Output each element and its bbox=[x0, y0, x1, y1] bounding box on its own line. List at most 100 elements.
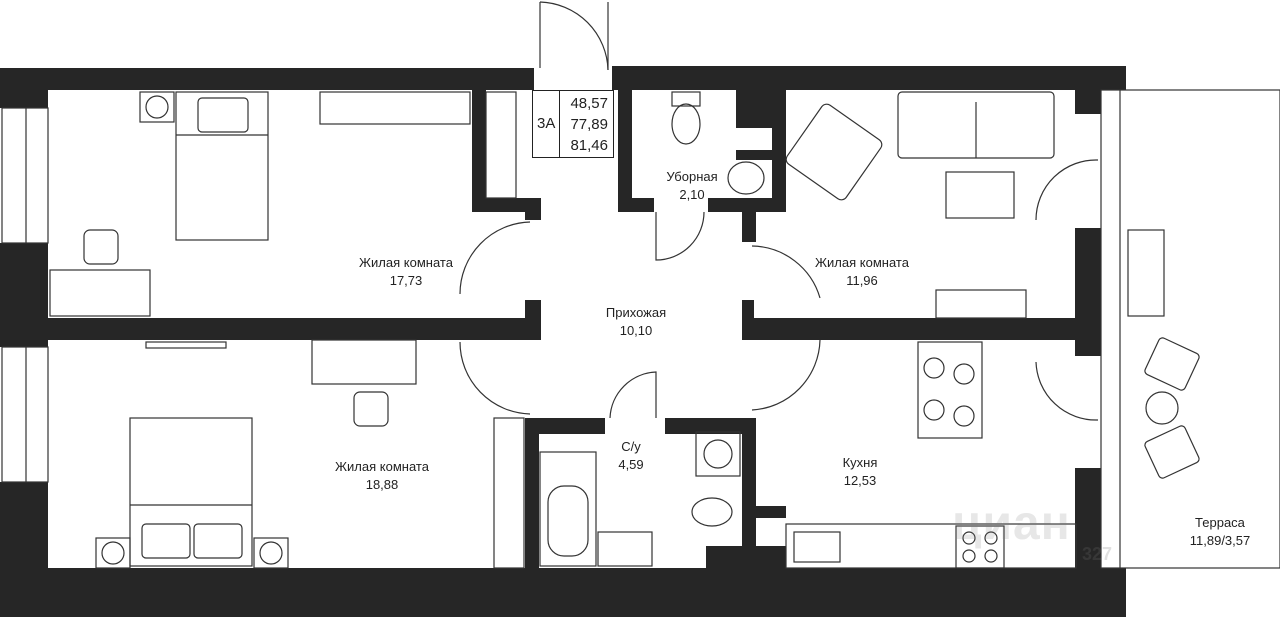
toilet-bowl bbox=[691, 497, 733, 527]
pillow bbox=[197, 97, 249, 133]
room-label-living-1: Жилая комната 17,73 bbox=[359, 255, 453, 288]
wall-left-top bbox=[0, 68, 48, 108]
toilet-bowl bbox=[671, 103, 701, 145]
apartment-area-box: 3А 48,57 77,89 81,46 bbox=[532, 90, 614, 158]
watermark-logo: циан bbox=[952, 497, 1071, 550]
lamp-icon bbox=[145, 95, 169, 119]
wall-shaft-1 bbox=[736, 90, 786, 128]
wall-shaft-3 bbox=[742, 212, 756, 242]
wall-top-left bbox=[0, 68, 534, 90]
wall-top-right bbox=[612, 66, 1126, 90]
door-arc bbox=[751, 339, 821, 411]
door-arc bbox=[751, 245, 821, 299]
stove bbox=[955, 525, 1005, 569]
wall-right-bot bbox=[1075, 468, 1101, 568]
wall-bath-right bbox=[742, 418, 756, 568]
wardrobe bbox=[493, 417, 525, 569]
window-left-1 bbox=[1, 107, 49, 244]
wall-stub-2 bbox=[525, 300, 541, 340]
sink bbox=[727, 161, 765, 195]
wall-duct-2 bbox=[706, 546, 786, 568]
desk bbox=[311, 339, 417, 385]
wall-between-living-kitchen bbox=[742, 318, 1087, 340]
room-label-kitchen: Кухня 12,53 bbox=[842, 455, 878, 488]
plate bbox=[923, 357, 945, 379]
terrace-outline bbox=[1100, 89, 1280, 569]
burner bbox=[962, 549, 976, 563]
lounge-chair bbox=[1144, 425, 1200, 479]
burner bbox=[962, 531, 976, 545]
tv bbox=[145, 341, 227, 349]
plate bbox=[953, 405, 975, 427]
wardrobe bbox=[485, 91, 517, 199]
washing-machine bbox=[695, 431, 741, 477]
plate bbox=[953, 363, 975, 385]
wall-shaft-2 bbox=[736, 150, 786, 160]
door-arc bbox=[655, 211, 705, 261]
door-arc bbox=[1035, 361, 1099, 421]
wall-stub-5 bbox=[665, 418, 755, 434]
wall-right-top bbox=[1075, 66, 1101, 114]
bed-1 bbox=[175, 91, 269, 241]
wall-stub-3 bbox=[742, 300, 754, 340]
living-area: 48,57 bbox=[570, 95, 608, 112]
desk bbox=[49, 269, 151, 317]
wall-bottom bbox=[0, 568, 1126, 617]
wall-niche-bottom bbox=[472, 198, 532, 212]
bed-2 bbox=[129, 417, 253, 567]
burner bbox=[984, 549, 998, 563]
wall-left-mid bbox=[0, 243, 48, 347]
lounge-chair bbox=[1144, 337, 1200, 391]
fixtures bbox=[1, 1, 1280, 569]
nightstand bbox=[95, 537, 131, 569]
door-arc bbox=[1035, 159, 1099, 221]
wall-between-bedrooms bbox=[48, 318, 540, 340]
total-area-with-terrace: 81,46 bbox=[570, 137, 608, 154]
wall-wc-bottom-right bbox=[708, 198, 786, 212]
total-area: 77,89 bbox=[570, 116, 608, 133]
armchair bbox=[785, 103, 883, 201]
walls bbox=[0, 66, 1126, 617]
wall-wc-bottom-left bbox=[618, 198, 654, 212]
drum bbox=[703, 439, 733, 469]
pillow bbox=[141, 523, 191, 559]
lamp-icon bbox=[101, 541, 125, 565]
bathtub-inner bbox=[547, 485, 589, 557]
kitchen-sink bbox=[793, 531, 841, 563]
door-arc bbox=[459, 221, 531, 295]
terrace-table bbox=[1145, 391, 1179, 425]
chair bbox=[353, 391, 389, 427]
door-arc bbox=[609, 371, 657, 419]
tv-stand bbox=[935, 289, 1027, 319]
room-label-living-3: Жилая комната 11,96 bbox=[815, 255, 909, 288]
wall-bath-left bbox=[525, 418, 539, 568]
nightstand bbox=[139, 91, 175, 123]
burner bbox=[984, 531, 998, 545]
toilet-tank bbox=[671, 91, 701, 107]
nightstand bbox=[253, 537, 289, 569]
door-arc bbox=[459, 341, 531, 415]
room-label-hallway: Прихожая 10,10 bbox=[605, 305, 667, 338]
room-label-bathroom: С/у 4,59 bbox=[618, 439, 644, 472]
lamp-icon bbox=[259, 541, 283, 565]
plate bbox=[923, 399, 945, 421]
wall-stub-4 bbox=[525, 418, 605, 434]
window-left-2 bbox=[1, 346, 49, 483]
bathtub bbox=[539, 451, 597, 567]
room-label-toilet: Уборная 2,10 bbox=[666, 169, 718, 202]
room-label-living-2: Жилая комната 18,88 bbox=[335, 459, 429, 492]
wall-duct-1 bbox=[742, 506, 786, 518]
watermark-id: 327 bbox=[1082, 544, 1113, 564]
bath-sink bbox=[597, 531, 653, 567]
coffee-table bbox=[945, 171, 1015, 219]
apartment-type: 3А bbox=[537, 115, 556, 132]
counter bbox=[785, 523, 1077, 569]
terrace-bench bbox=[1127, 229, 1165, 317]
chair bbox=[83, 229, 119, 265]
wall-left-bot bbox=[0, 482, 48, 570]
entrance-door-arc bbox=[539, 1, 609, 71]
wall-niche-left bbox=[472, 90, 486, 210]
room-label-terrace: Терраса 11,89/3,57 bbox=[1189, 515, 1251, 548]
dining-table bbox=[917, 341, 983, 439]
